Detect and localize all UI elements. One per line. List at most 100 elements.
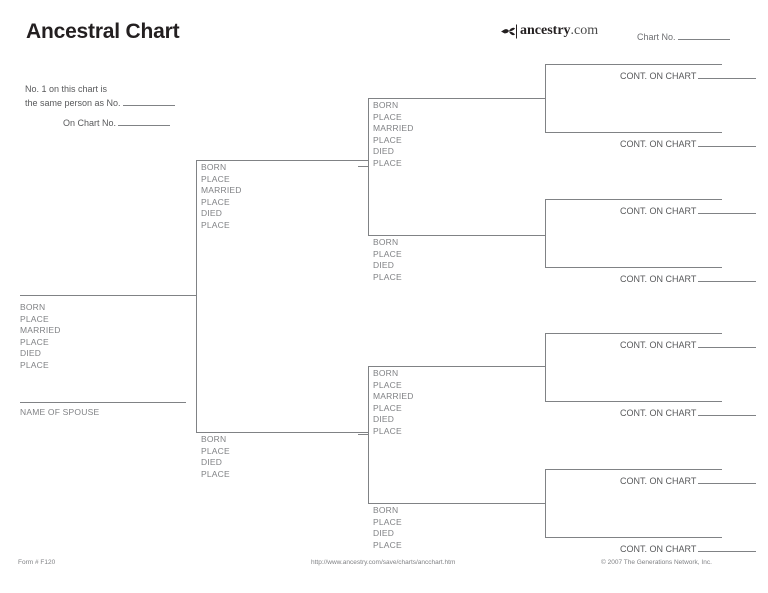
person-13-cont-label: CONT. ON CHART xyxy=(620,408,697,418)
person-1-spouse-rule xyxy=(20,402,186,403)
person-2-place3-label: PLACE xyxy=(201,219,230,230)
person-14-name-rule xyxy=(545,469,722,470)
person-13-cont-on-chart[interactable]: CONT. ON CHART xyxy=(620,406,757,418)
person-10-cont-on-chart[interactable]: CONT. ON CHART xyxy=(620,204,757,216)
gen3-lower-bracket-spine xyxy=(368,366,369,503)
person-11-cont-blank[interactable] xyxy=(698,272,757,282)
person-15-name-rule xyxy=(545,537,722,538)
connector-person5-to-gen4-b xyxy=(535,235,545,236)
person-1-born-label: BORN xyxy=(20,302,46,312)
person-1-married-label: MARRIED xyxy=(20,325,61,336)
person-3-fields: BORN PLACE DIED PLACE xyxy=(201,434,230,480)
person-3-born-label: BORN xyxy=(201,434,227,444)
person-1-fields: BORN PLACE MARRIED PLACE DIED PLACE xyxy=(20,302,61,372)
person-10-cont-label: CONT. ON CHART xyxy=(620,206,697,216)
person-6-born-label: BORN xyxy=(373,368,399,378)
person-2-name-rule xyxy=(196,160,368,161)
person-6-place1-label: PLACE xyxy=(373,379,402,390)
person-9-cont-label: CONT. ON CHART xyxy=(620,139,697,149)
person-14-cont-on-chart[interactable]: CONT. ON CHART xyxy=(620,474,757,486)
person-6-name-rule xyxy=(368,366,545,367)
person-13-cont-blank[interactable] xyxy=(698,406,757,416)
ancestry-logo: ancestry.com xyxy=(501,22,598,40)
person-2-place2-label: PLACE xyxy=(201,196,230,207)
gen2-bracket-spine xyxy=(196,160,197,432)
person-4-married-label: MARRIED xyxy=(373,123,414,134)
on-chart-no-blank[interactable] xyxy=(118,116,170,126)
person-6-place3-label: PLACE xyxy=(373,425,402,436)
person-5-place1-label: PLACE xyxy=(373,248,402,259)
person-2-fields: BORN PLACE MARRIED PLACE DIED PLACE xyxy=(201,162,242,232)
self-ref-line-1: No. 1 on this chart is xyxy=(25,84,108,94)
footer-url: http://www.ancestry.com/save/charts/ancc… xyxy=(311,559,456,566)
person-1-died-label: DIED xyxy=(20,348,42,359)
person-10-cont-blank[interactable] xyxy=(698,204,757,214)
person-9-name-rule xyxy=(545,132,722,133)
person-5-place2-label: PLACE xyxy=(373,271,402,282)
person-1-spouse-label: NAME OF SPOUSE xyxy=(20,407,100,417)
person-4-place2-label: PLACE xyxy=(373,134,402,145)
person-14-cont-blank[interactable] xyxy=(698,474,757,484)
footer-copyright: © 2007 The Generations Network, Inc. xyxy=(601,559,712,566)
person-8-cont-on-chart[interactable]: CONT. ON CHART xyxy=(620,69,757,81)
person-1-name-rule xyxy=(20,295,196,296)
person-12-cont-on-chart[interactable]: CONT. ON CHART xyxy=(620,338,757,350)
person-4-died-label: DIED xyxy=(373,146,395,157)
person-3-place2-label: PLACE xyxy=(201,468,230,479)
brand-name-light: .com xyxy=(570,23,599,38)
chart-no-blank[interactable] xyxy=(677,30,730,40)
person-5-name-rule xyxy=(368,235,545,236)
person-1-place2-label: PLACE xyxy=(20,336,49,347)
ancestry-wordmark: ancestry.com xyxy=(520,23,598,39)
person-12-cont-label: CONT. ON CHART xyxy=(620,340,697,350)
person-9-cont-on-chart[interactable]: CONT. ON CHART xyxy=(620,137,757,149)
page-title: Ancestral Chart xyxy=(26,20,180,43)
person-9-cont-blank[interactable] xyxy=(698,137,757,147)
self-ref-line-2-wrap[interactable]: the same person as No. xyxy=(25,96,175,110)
person-6-fields: BORN PLACE MARRIED PLACE DIED PLACE xyxy=(373,368,414,438)
person-6-place2-label: PLACE xyxy=(373,402,402,413)
person-11-cont-on-chart[interactable]: CONT. ON CHART xyxy=(620,272,757,284)
person-8-name-rule xyxy=(545,64,722,65)
person-14-cont-label: CONT. ON CHART xyxy=(620,476,697,486)
same-person-no-blank[interactable] xyxy=(122,96,175,106)
person-2-died-label: DIED xyxy=(201,208,223,219)
person-4-place1-label: PLACE xyxy=(373,111,402,122)
person-7-died-label: DIED xyxy=(373,528,395,539)
chart-no-field[interactable]: Chart No. xyxy=(637,30,730,42)
connector-person6-to-gen4-c xyxy=(535,366,545,367)
gen4-bracket-b-spine xyxy=(545,199,546,267)
person-3-died-label: DIED xyxy=(201,457,223,468)
on-chart-no-field[interactable]: On Chart No. xyxy=(25,116,170,128)
person-5-died-label: DIED xyxy=(373,260,395,271)
connector-gen1-to-gen2 xyxy=(186,295,196,296)
gen4-bracket-a-spine xyxy=(545,64,546,132)
chart-no-label: Chart No. xyxy=(637,32,676,42)
person-2-married-label: MARRIED xyxy=(201,185,242,196)
person-12-name-rule xyxy=(545,333,722,334)
self-ref-line-2: the same person as No. xyxy=(25,98,121,108)
gen3-upper-bracket-spine xyxy=(368,98,369,235)
connector-person4-to-gen4-a xyxy=(535,98,545,99)
person-7-fields: BORN PLACE DIED PLACE xyxy=(373,505,402,551)
person-3-place1-label: PLACE xyxy=(201,445,230,456)
person-15-cont-blank[interactable] xyxy=(698,542,757,552)
person-13-name-rule xyxy=(545,401,722,402)
ancestry-leaf-icon xyxy=(501,24,518,39)
person-11-cont-label: CONT. ON CHART xyxy=(620,274,697,284)
person-8-cont-label: CONT. ON CHART xyxy=(620,71,697,81)
person-10-name-rule xyxy=(545,199,722,200)
person-15-cont-label: CONT. ON CHART xyxy=(620,544,697,554)
person-4-name-rule xyxy=(368,98,545,99)
person-15-cont-on-chart[interactable]: CONT. ON CHART xyxy=(620,542,757,554)
gen4-bracket-c-spine xyxy=(545,333,546,401)
person-8-cont-blank[interactable] xyxy=(698,69,757,79)
self-reference-note: No. 1 on this chart is the same person a… xyxy=(25,83,175,110)
on-chart-no-label: On Chart No. xyxy=(62,118,116,128)
person-3-name-rule xyxy=(196,432,368,433)
gen4-bracket-d-spine xyxy=(545,469,546,537)
person-12-cont-blank[interactable] xyxy=(698,338,757,348)
person-7-place2-label: PLACE xyxy=(373,539,402,550)
person-5-fields: BORN PLACE DIED PLACE xyxy=(373,237,402,283)
